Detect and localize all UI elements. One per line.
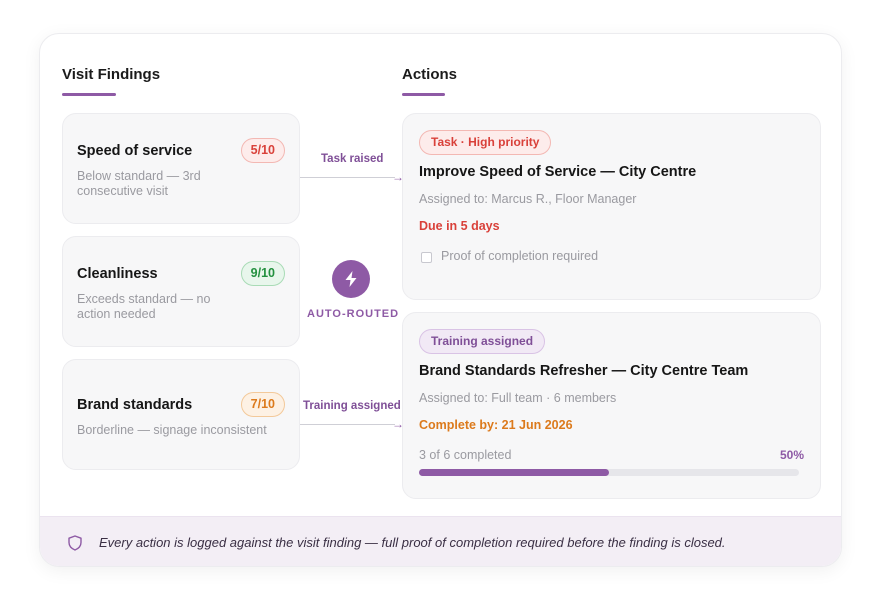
training-due-date: Complete by: 21 Jun 2026 [419, 418, 573, 432]
training-assigned-label: Training assigned [303, 400, 401, 412]
progress-bar-fill [419, 469, 609, 476]
actions-underline [402, 93, 445, 96]
auto-routed-label: AUTO-ROUTED [307, 308, 400, 320]
finding-description: Below standard — 3rd consecutive visit [77, 169, 201, 198]
training-assignee: Assigned to: Full team · 6 members [419, 391, 617, 405]
arrow-right-icon: → [392, 417, 404, 431]
proof-checkbox[interactable] [421, 252, 432, 263]
action-card-training[interactable]: Training assigned Brand Standards Refres… [402, 312, 821, 499]
lightning-bolt-icon [345, 271, 357, 287]
task-connector-line [300, 177, 395, 178]
visit-findings-heading: Visit Findings [62, 66, 161, 83]
finding-description: Borderline — signage inconsistent [77, 423, 267, 437]
training-connector-line [300, 424, 395, 425]
task-assignee: Assigned to: Marcus R., Floor Manager [419, 192, 637, 206]
findings-actions-card: Visit Findings Actions Speed of service … [39, 33, 842, 567]
progress-label: 3 of 6 completed [419, 448, 512, 462]
proof-checkbox-label: Proof of completion required [441, 249, 599, 263]
audit-footer: Every action is logged against the visit… [40, 516, 841, 566]
finding-title: Cleanliness [77, 266, 158, 282]
score-badge: 9/10 [240, 261, 285, 286]
score-badge: 5/10 [240, 138, 285, 163]
actions-heading: Actions [402, 66, 458, 83]
finding-card-cleanliness[interactable]: Cleanliness 9/10 Exceeds standard — no a… [62, 236, 300, 347]
auto-routed-icon-circle [332, 260, 370, 298]
finding-title: Speed of service [77, 143, 193, 159]
finding-card-brand[interactable]: Brand standards 7/10 Borderline — signag… [62, 359, 300, 470]
finding-title: Brand standards [77, 397, 193, 413]
task-due-date: Due in 5 days [419, 219, 500, 233]
progress-percent: 50% [779, 448, 804, 462]
task-title: Improve Speed of Service — City Centre [419, 164, 697, 180]
progress-bar [419, 469, 799, 476]
training-title: Brand Standards Refresher — City Centre … [419, 363, 749, 379]
finding-card-speed[interactable]: Speed of service 5/10 Below standard — 3… [62, 113, 300, 224]
action-card-task[interactable]: Task · High priority Improve Speed of Se… [402, 113, 821, 300]
score-badge: 7/10 [240, 392, 285, 417]
finding-description: Exceeds standard — no action needed [77, 292, 211, 321]
footer-note: Every action is logged against the visit… [99, 535, 726, 550]
visit-findings-underline [62, 93, 116, 96]
shield-icon [68, 535, 82, 551]
training-tag: Training assigned [419, 329, 546, 354]
task-priority-tag: Task · High priority [419, 130, 552, 155]
arrow-right-icon: → [392, 170, 404, 184]
task-raised-label: Task raised [321, 153, 384, 165]
